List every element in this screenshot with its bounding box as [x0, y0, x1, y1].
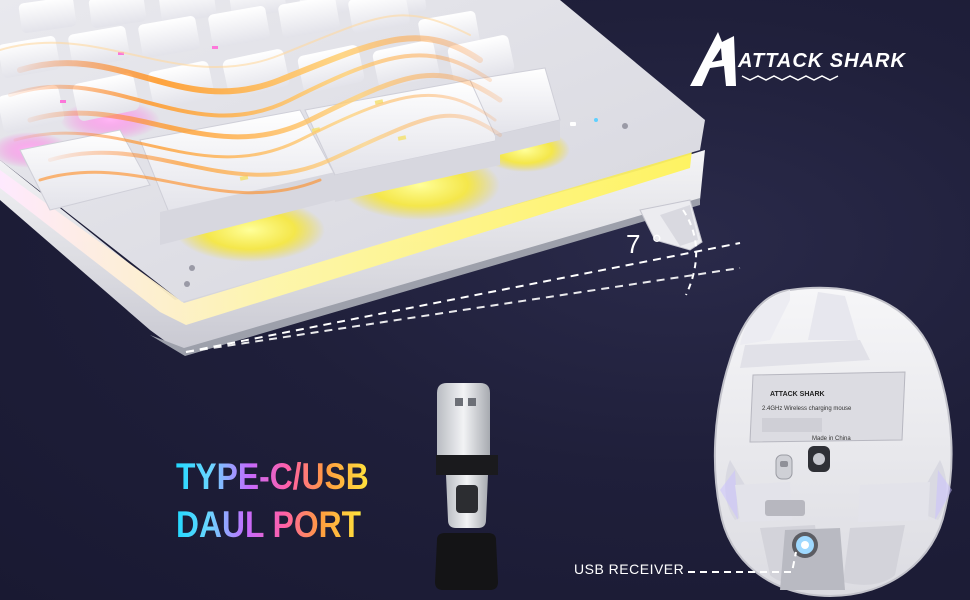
brand-logo: ATTACK SHARK [688, 32, 938, 94]
adapter-title-line1: TYPE-C/USB [176, 456, 369, 497]
brand-name: ATTACK SHARK [738, 50, 906, 72]
tilt-angle-label: 7 ° [626, 229, 665, 259]
heat-waves [0, 14, 503, 195]
usb-cap [435, 533, 498, 590]
receiver-slot [765, 500, 805, 516]
status-led [570, 122, 576, 126]
mouse-label-model: 2.4GHz Wireless charging mouse [762, 406, 852, 412]
adapter-title-line2: DAUL PORT [176, 504, 362, 545]
shark-fin-icon [690, 32, 839, 86]
keycaps-back-rows [0, 0, 515, 133]
usb-receiver-label: USB RECEIVER [574, 561, 685, 577]
usb-adapter [435, 383, 498, 590]
mouse-label-brand: ATTACK SHARK [770, 391, 825, 398]
tilt-angle-guides [185, 209, 741, 353]
mouse-label-origin: Made in China [812, 436, 851, 442]
mouse: ATTACK SHARK 2.4GHz Wireless charging mo… [713, 286, 953, 598]
